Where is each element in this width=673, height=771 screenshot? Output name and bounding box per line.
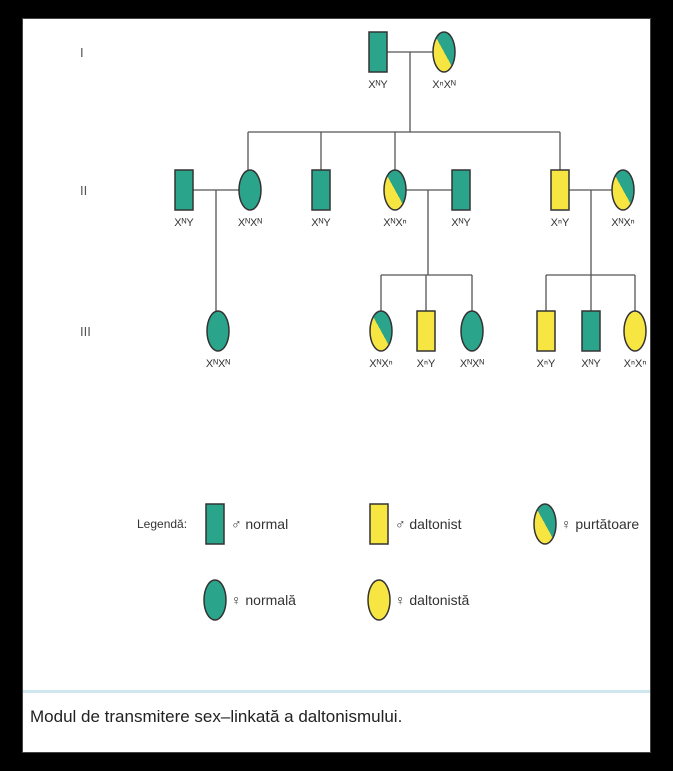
genotype-label: XⁿY: [537, 358, 556, 370]
generation-label: III: [80, 324, 91, 339]
legend-symbol-female-normal: [203, 579, 227, 621]
genotype-label: XᴺXᴺ: [238, 217, 262, 229]
female-symbol-carrier: [369, 310, 393, 352]
legend-label: ♀ normală: [231, 592, 296, 608]
legend-label: ♀ daltonistă: [395, 592, 470, 608]
figure-panel: [22, 18, 651, 753]
legend-title: Legendă:: [137, 517, 187, 531]
generation-label: I: [80, 45, 84, 60]
genotype-label: XᴺXⁿ: [611, 217, 634, 229]
legend-label: ♂ normal: [231, 516, 288, 532]
legend-label: ♂ daltonist: [395, 516, 462, 532]
legend-symbol-male-normal: [205, 503, 225, 545]
male-symbol-normal: [174, 169, 194, 211]
male-symbol-normal: [311, 169, 331, 211]
female-symbol-carrier: [383, 169, 407, 211]
male-symbol-affected: [550, 169, 570, 211]
male-symbol-affected: [536, 310, 556, 352]
male-symbol-affected: [416, 310, 436, 352]
genotype-label: XⁿY: [551, 217, 570, 229]
male-symbol-normal: [368, 31, 388, 73]
genotype-label: XᴺXᴺ: [206, 358, 230, 370]
pedigree-lines: [193, 51, 636, 311]
legend-symbol-female-affected: [367, 579, 391, 621]
female-symbol-normal: [460, 310, 484, 352]
genotype-label: XᴺY: [581, 358, 601, 370]
genotype-label: XᴺY: [368, 79, 388, 91]
genotype-label: XᴺXⁿ: [383, 217, 406, 229]
female-symbol-carrier: [432, 31, 456, 73]
genotype-label: XᴺXᴺ: [460, 358, 484, 370]
genotype-label: XⁿY: [417, 358, 436, 370]
genotype-label: XᴺY: [451, 217, 471, 229]
male-symbol-normal: [451, 169, 471, 211]
male-symbol-normal: [581, 310, 601, 352]
legend-label: ♀ purtătoare: [561, 516, 639, 532]
genotype-label: XᴺXⁿ: [369, 358, 392, 370]
figure-caption: Modul de transmitere sex–linkată a dalto…: [30, 707, 403, 726]
genotype-label: XⁿXᴺ: [432, 79, 456, 91]
female-symbol-affected: [623, 310, 647, 352]
female-symbol-normal: [206, 310, 230, 352]
legend-symbol-male-affected: [369, 503, 389, 545]
legend: Legendă: ♂ normal ♂ daltonist ♀ purtătoare ♀…: [137, 503, 639, 621]
caption-divider: [23, 690, 650, 693]
female-symbol-carrier: [611, 169, 635, 211]
generation-label: II: [80, 183, 87, 198]
legend-symbol-female-carrier: [533, 503, 557, 545]
genotype-label: XᴺY: [311, 217, 331, 229]
genotype-label: XᴺY: [174, 217, 194, 229]
genotype-label: XⁿXⁿ: [624, 358, 647, 370]
female-symbol-normal: [238, 169, 262, 211]
